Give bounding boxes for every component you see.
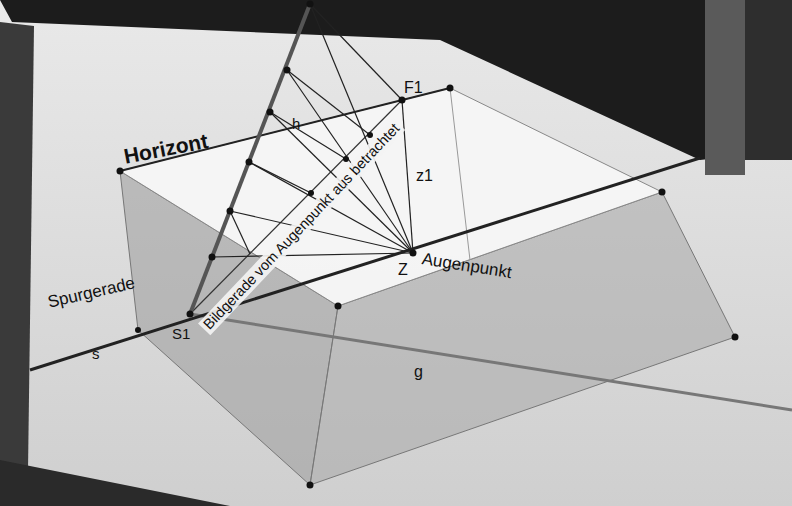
eye-point-label: Augenpunkt — [421, 250, 513, 281]
trace-line — [30, 158, 700, 370]
door-shadow — [745, 0, 792, 160]
points — [117, 1, 739, 489]
point-name: Z — [398, 262, 408, 278]
distance-name: z1 — [416, 168, 433, 184]
horizon-label: Horizont — [122, 130, 210, 167]
image-line-label: Bildgerade vom Augenpunkt aus betrachtet — [198, 118, 405, 335]
line-name: h — [292, 116, 300, 131]
door-frame — [705, 0, 745, 175]
line-g — [190, 314, 792, 410]
line-name: g — [414, 364, 423, 380]
point-name: F1 — [404, 80, 423, 96]
line-name: s — [92, 346, 100, 361]
bottom-corner — [0, 460, 230, 506]
left-edge — [0, 22, 34, 480]
trace-line-label: Spurgerade — [46, 274, 136, 311]
point-name: S1 — [172, 326, 190, 341]
image-line — [190, 100, 402, 314]
